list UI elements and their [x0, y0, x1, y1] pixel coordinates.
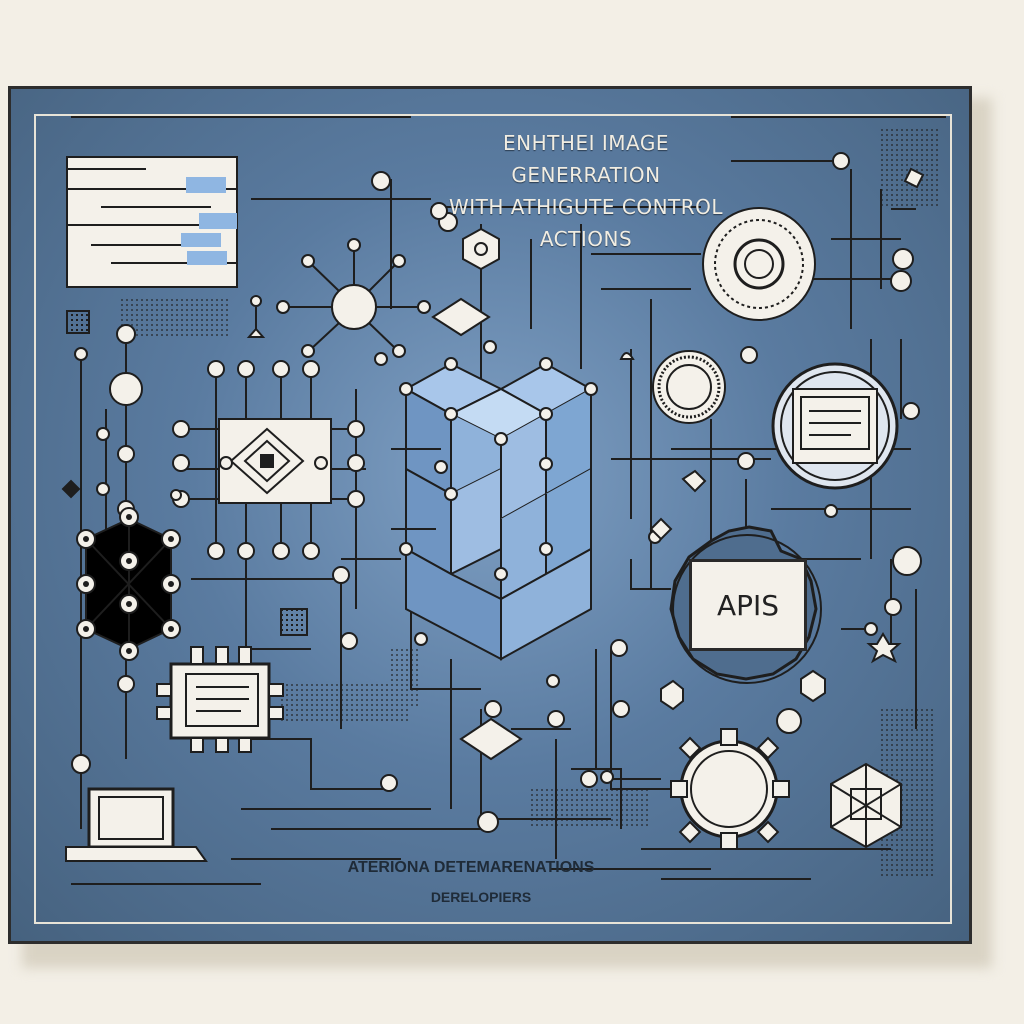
- top-center-shapes: [430, 202, 500, 354]
- footer-line-1: ATERIONA DETEMARENATIONS: [347, 859, 595, 876]
- chip-diamond: [172, 360, 365, 560]
- dot-textures: [121, 129, 941, 879]
- apis-label-box: APIS: [689, 559, 807, 651]
- ring-dial: [702, 207, 816, 321]
- poster-title: ENHTHEI IMAGE GENERRATION WITH ATHIGUTE …: [431, 127, 741, 255]
- list-panel: [66, 156, 238, 288]
- molecule-network: [76, 507, 181, 661]
- small-grid-chip: [66, 310, 90, 334]
- circuit-diagram: [34, 114, 952, 924]
- title-line-2: WITH ATHIGUTE CONTROL ACTIONS: [448, 195, 724, 251]
- gear-document: [156, 646, 284, 753]
- misc-small-parts: [61, 295, 635, 501]
- small-grid-chip-2: [280, 608, 308, 636]
- cube-joints: [399, 357, 598, 581]
- title-line-1: ENHTHEI IMAGE GENERRATION: [503, 131, 669, 187]
- bottom-gear: [670, 728, 790, 850]
- circuit-board-poster: ENHTHEI IMAGE GENERRATION WITH ATHIGUTE …: [8, 86, 972, 944]
- monitor-circle: [771, 362, 899, 490]
- hub-node-top: [276, 171, 458, 358]
- bottom-center-shapes: [332, 566, 628, 833]
- right-nodes: [612, 152, 925, 734]
- apis-label: APIS: [716, 588, 780, 622]
- laptop-icon: [65, 787, 208, 862]
- cube-stack: [391, 362, 594, 661]
- ring-node: [652, 350, 726, 424]
- hex-cube: [830, 762, 902, 849]
- footer-line-2: DERELOPIERS: [430, 889, 532, 905]
- inner-frame: [34, 114, 952, 924]
